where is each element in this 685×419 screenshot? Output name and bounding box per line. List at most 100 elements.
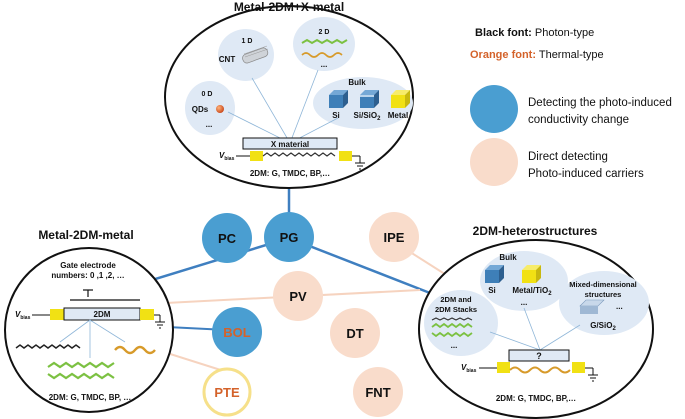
right-si-cube-icon [485, 265, 504, 283]
right-electrode-right [572, 362, 585, 373]
top-electrode-right [339, 151, 352, 161]
mechanism-nodes: PC PG IPE PV BOL DT PTE FNT [202, 212, 419, 417]
node-dt-label: DT [346, 326, 363, 341]
label-2d: 2 D [319, 29, 330, 36]
stack-label-1: 2DM and [440, 295, 472, 304]
label-bulk-top: Bulk [348, 78, 366, 87]
sisio2-cube-icon [360, 90, 379, 108]
gate-label-2: numbers: 0 ,1 ,2, … [51, 271, 124, 280]
node-pg-circle [264, 212, 314, 262]
node-pc-label: PC [218, 231, 237, 246]
right-electrode-left [497, 362, 510, 373]
node-pv-label: PV [289, 289, 307, 304]
node-fnt-circle [353, 367, 403, 417]
right-q-box [508, 349, 570, 362]
node-pg-label: PG [280, 230, 299, 245]
left-panel: Metal-2DM-metal Gate electrode numbers: … [4, 228, 174, 413]
gate-electrode-icon [70, 289, 140, 301]
right-panel: 2DM-heterostructures Bulk Si Metal/TiO2 … [418, 224, 654, 419]
label-si-top: Si [332, 111, 340, 120]
node-ipe-label: IPE [384, 230, 405, 245]
legend-blue-line1: Detecting the photo-induced [528, 97, 672, 109]
right-q-label: ? [536, 351, 542, 361]
stack-layers-icon [431, 317, 473, 338]
mixed-label-1: Mixed-dimensional [569, 280, 637, 289]
legend-peach-circle [470, 138, 518, 186]
node-bol-circle [212, 307, 262, 357]
top-2dm-chain [262, 152, 336, 157]
label-sisio2-top: Si/SiO2 [354, 111, 382, 122]
right-bulk-ellipsis: ... [521, 298, 528, 307]
stack-ellipsis: ... [451, 341, 458, 350]
left-leader-lines [59, 319, 126, 358]
graphene-chain-icon [15, 344, 81, 349]
left-ellipse [4, 247, 174, 413]
panel-0d [185, 81, 235, 135]
panel-2d [293, 17, 355, 71]
node-fnt-label: FNT [365, 385, 390, 400]
legend-black: Black font: Photon-type [475, 27, 594, 39]
node-bol-label: BOL [223, 325, 251, 340]
label-metal-top: Metal [388, 111, 408, 120]
left-footer: 2DM: G, TMDC, BP, … [49, 393, 132, 402]
top-ground-icon [352, 155, 365, 170]
node-dt-circle [330, 308, 380, 358]
right-leader-lines [489, 307, 581, 351]
label-qds: QDs [192, 105, 209, 114]
qd-dot-icon [216, 105, 224, 113]
mixed-label-2: structures [585, 290, 622, 299]
legend-blue-line2: conductivity change [528, 114, 629, 126]
right-metal-cube-icon [522, 265, 541, 283]
stack-panel [424, 290, 498, 356]
cnt-icon [242, 45, 269, 64]
top-title: Metal-2DM+X-metal [234, 0, 344, 14]
right-ground-icon [585, 367, 598, 382]
line-pv-left [125, 289, 421, 306]
vbias-right: Vbias [461, 363, 477, 374]
gsio2-icon [579, 299, 605, 314]
vbias-top: Vbias [219, 151, 235, 162]
right-title: 2DM-heterostructures [473, 224, 598, 238]
mixed-panel [559, 271, 649, 335]
2d-lattice-icon [301, 38, 348, 58]
node-pte-label: PTE [214, 385, 240, 400]
stack-label-2: 2DM Stacks [435, 305, 477, 314]
label-0d: 0 D [202, 91, 213, 98]
left-title: Metal-2DM-metal [38, 228, 133, 242]
top-electrode-left [250, 151, 263, 161]
top-panel: Metal-2DM+X-metal 1 D CNT 2 D ... 0 D QD… [164, 0, 414, 189]
right-chain-icon [509, 366, 571, 374]
node-pc-circle [202, 213, 252, 263]
legend-blue-circle [470, 85, 518, 133]
si-cube-icon [329, 90, 348, 108]
xmaterial-box [242, 137, 338, 150]
left-ground-icon [154, 314, 165, 329]
node-ipe-circle [369, 212, 419, 262]
label-1d: 1 D [242, 38, 253, 45]
legend: Black font: Photon-type Orange font: The… [470, 27, 672, 186]
mixed-ellipsis: ... [616, 302, 623, 311]
top-footer: 2DM: G, TMDC, BP,… [250, 169, 330, 178]
line-pg-right [288, 236, 431, 295]
node-pte-circle [202, 367, 252, 417]
right-si-label: Si [488, 286, 496, 295]
left-electrode-left [50, 309, 64, 320]
gate-label-1: Gate electrode [60, 261, 116, 270]
ellipsis-0d: ... [206, 120, 213, 129]
gsio2-label: G/SiO2 [590, 321, 616, 332]
legend-peach-line2: Photo-induced carriers [528, 168, 644, 180]
tmdc-chain-icon [114, 345, 156, 355]
label-cnt: CNT [219, 55, 236, 64]
right-footer: 2DM: G, TMDC, BP,… [496, 394, 576, 403]
xmaterial-label: X material [271, 140, 309, 149]
right-metal-label: Metal/TiO2 [512, 286, 552, 297]
node-pv-circle [273, 271, 323, 321]
legend-orange: Orange font: Thermal-type [470, 49, 604, 61]
vbias-left: Vbias [15, 310, 31, 321]
metal-cube-icon [391, 90, 410, 108]
bp-lattice-icon [47, 361, 115, 380]
ellipsis-2d: ... [321, 60, 328, 69]
left-2dm-label: 2DM [94, 310, 111, 319]
